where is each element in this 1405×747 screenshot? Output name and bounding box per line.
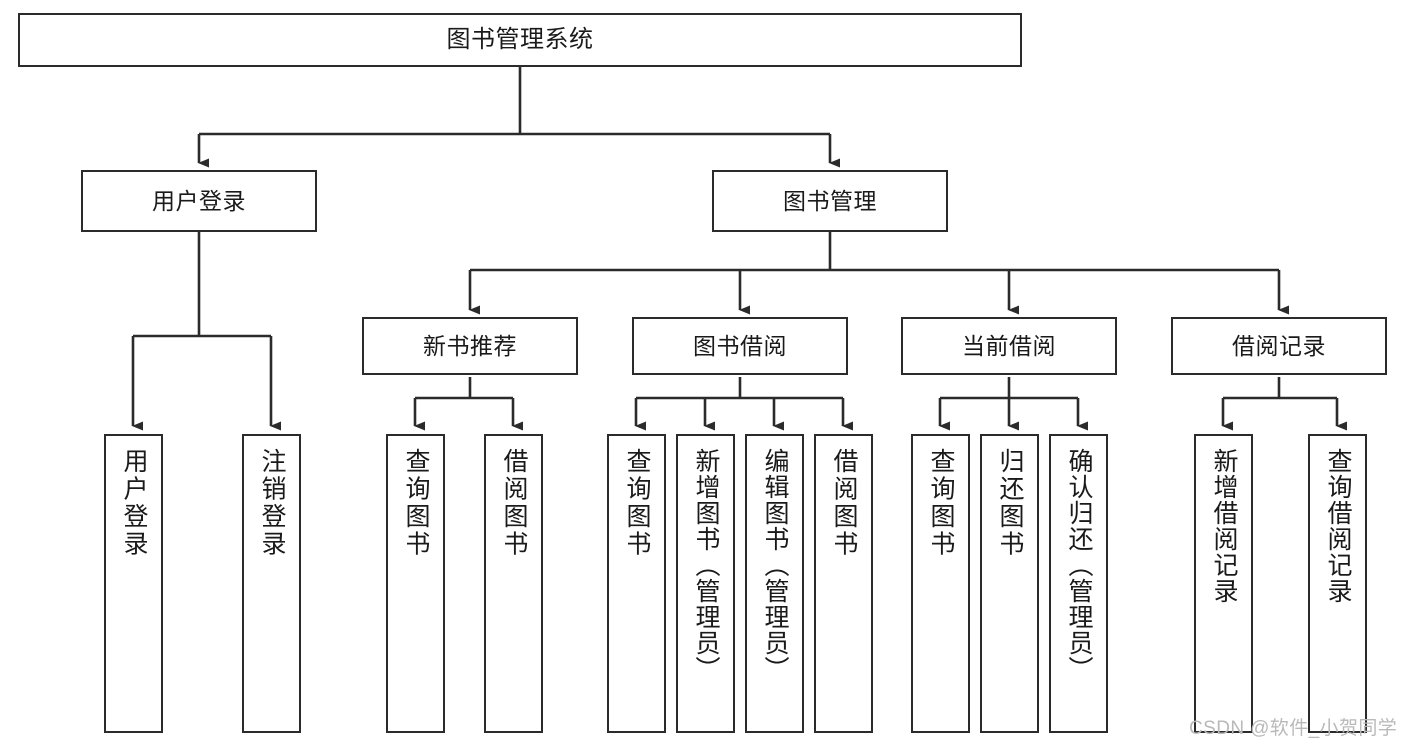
- node-leaf-query-record-label: 查询借阅记录: [1324, 448, 1352, 604]
- node-leaf-return-book[interactable]: 归还图书: [980, 434, 1039, 733]
- node-leaf-query-book-3-label: 查询图书: [927, 448, 955, 558]
- node-leaf-query-book-1-label: 查询图书: [402, 448, 430, 558]
- node-leaf-query-book-2-label: 查询图书: [623, 448, 651, 558]
- node-leaf-query-book-2[interactable]: 查询图书: [607, 434, 666, 733]
- node-new-book-recommend[interactable]: 新书推荐: [362, 317, 578, 375]
- node-root-label: 图书管理系统: [446, 26, 594, 54]
- node-leaf-query-record[interactable]: 查询借阅记录: [1308, 434, 1367, 733]
- node-leaf-confirm-return[interactable]: 确认归还（管理员）: [1049, 434, 1108, 733]
- node-leaf-query-book-1[interactable]: 查询图书: [386, 434, 445, 733]
- node-new-book-recommend-label: 新书推荐: [423, 332, 517, 359]
- node-leaf-logout-label: 注销登录: [258, 448, 286, 558]
- csdn-watermark: CSDN @软件_小贺同学: [1189, 718, 1398, 739]
- node-book-manage-label: 图书管理: [783, 187, 877, 214]
- node-leaf-add-book[interactable]: 新增图书（管理员）: [676, 434, 735, 733]
- node-book-manage[interactable]: 图书管理: [712, 170, 948, 232]
- node-user-login-label: 用户登录: [152, 187, 246, 214]
- node-leaf-edit-book-label: 编辑图书（管理员）: [761, 448, 789, 682]
- node-current-borrow[interactable]: 当前借阅: [901, 317, 1117, 375]
- node-current-borrow-label: 当前借阅: [962, 332, 1056, 359]
- node-leaf-add-record-label: 新增借阅记录: [1210, 448, 1238, 604]
- node-leaf-borrow-book-1-label: 借阅图书: [500, 448, 528, 558]
- node-book-borrow-label: 图书借阅: [693, 332, 787, 359]
- node-leaf-user-login-label: 用户登录: [120, 448, 148, 558]
- node-user-login[interactable]: 用户登录: [81, 170, 317, 232]
- node-leaf-edit-book[interactable]: 编辑图书（管理员）: [745, 434, 804, 733]
- node-leaf-borrow-book-2-label: 借阅图书: [830, 448, 858, 558]
- node-leaf-borrow-book-2[interactable]: 借阅图书: [814, 434, 873, 733]
- node-leaf-add-book-label: 新增图书（管理员）: [692, 448, 720, 682]
- node-borrow-record-label: 借阅记录: [1232, 332, 1326, 359]
- node-borrow-record[interactable]: 借阅记录: [1171, 317, 1387, 375]
- node-leaf-query-book-3[interactable]: 查询图书: [911, 434, 970, 733]
- node-leaf-add-record[interactable]: 新增借阅记录: [1194, 434, 1253, 733]
- node-leaf-logout[interactable]: 注销登录: [242, 434, 301, 733]
- node-leaf-return-book-label: 归还图书: [996, 448, 1024, 558]
- node-leaf-borrow-book-1[interactable]: 借阅图书: [484, 434, 543, 733]
- node-book-borrow[interactable]: 图书借阅: [632, 317, 848, 375]
- node-leaf-user-login[interactable]: 用户登录: [104, 434, 163, 733]
- node-root[interactable]: 图书管理系统: [18, 13, 1022, 67]
- node-leaf-confirm-return-label: 确认归还（管理员）: [1065, 448, 1093, 682]
